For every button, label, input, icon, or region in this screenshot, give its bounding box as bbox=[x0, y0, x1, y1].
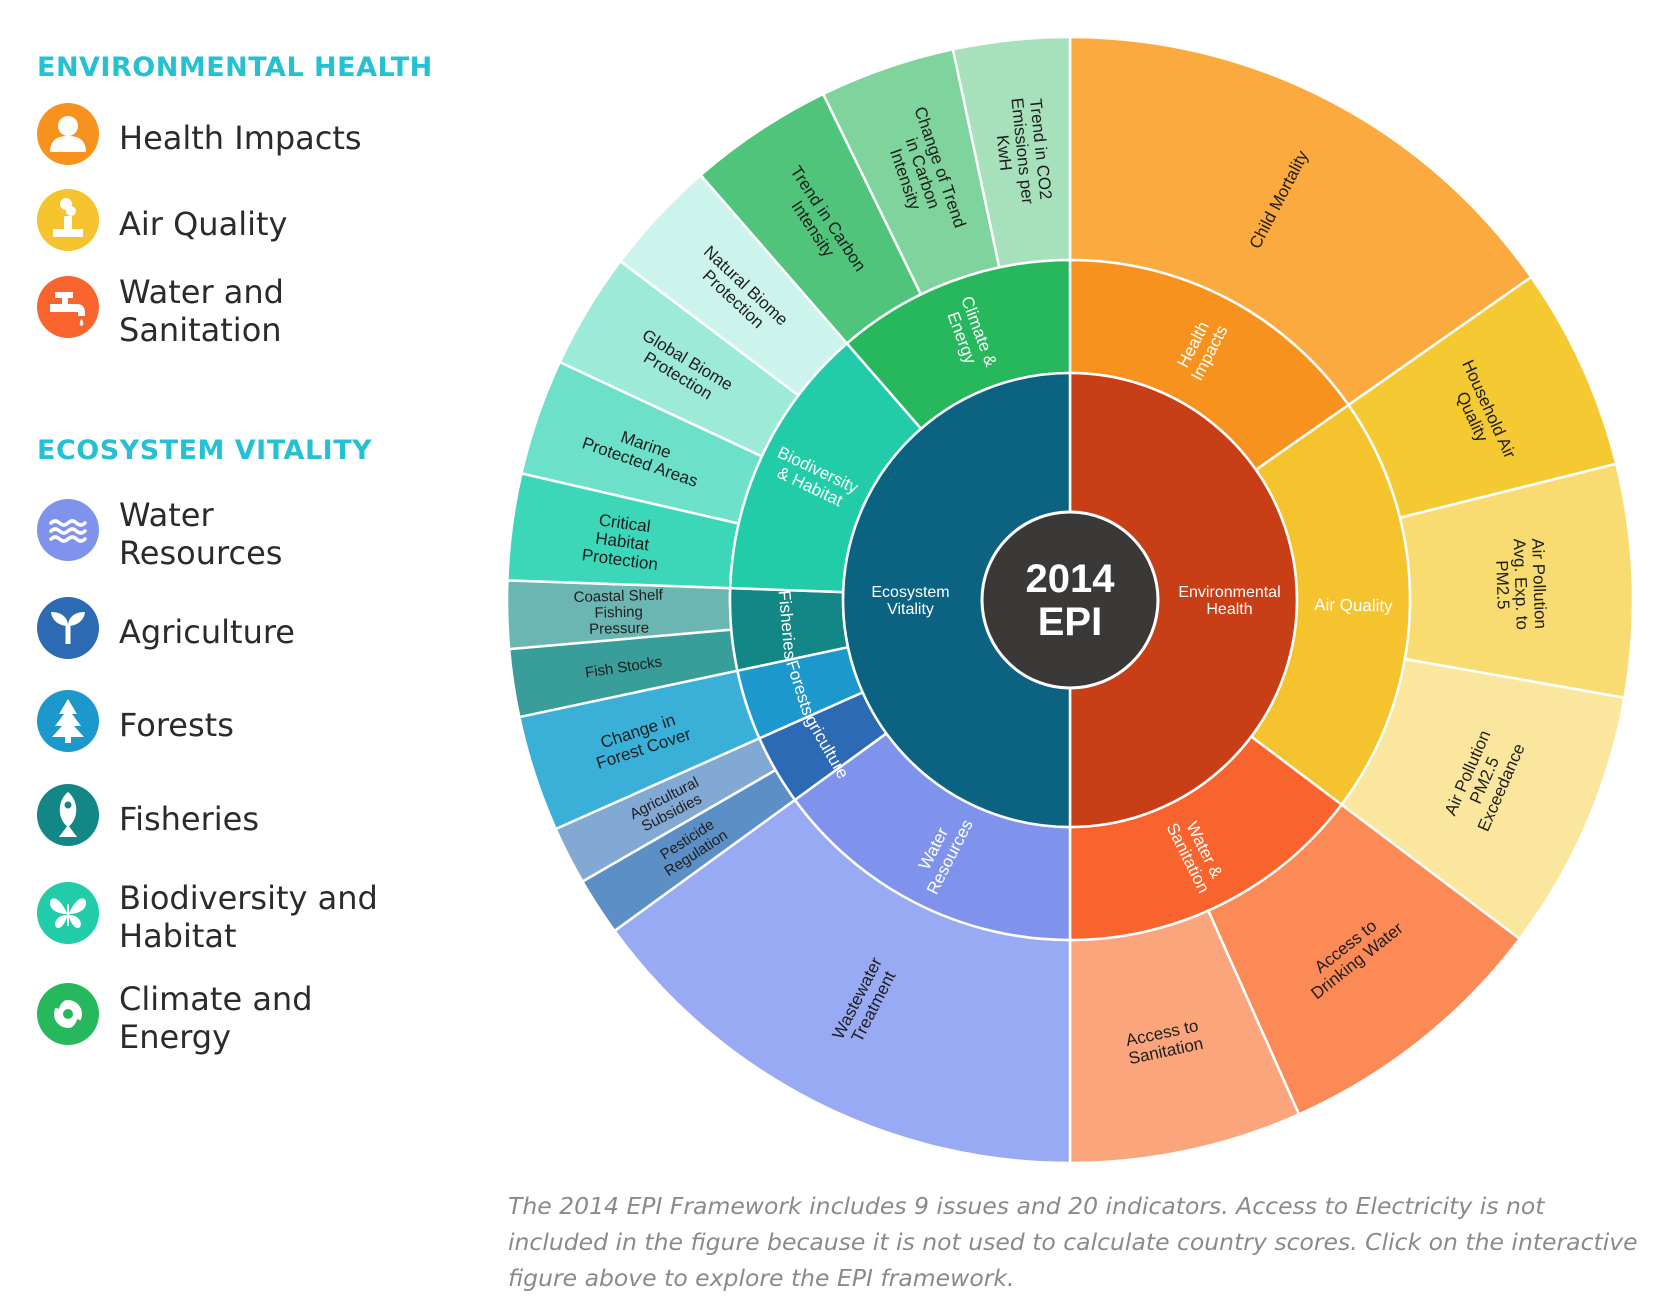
issue-label-air-quality: Air Quality bbox=[1314, 595, 1393, 615]
environmental-health-heading: ENVIRONMENTAL HEALTH bbox=[37, 52, 433, 83]
center-label-line: 2014 bbox=[1026, 557, 1116, 601]
hurricane-icon bbox=[37, 983, 99, 1045]
indicator-label-critical-habitat-protection: CriticalHabitatProtection bbox=[581, 509, 664, 574]
legend-item-biodiversity-and-habitat[interactable]: Biodiversity and Habitat bbox=[37, 879, 457, 955]
legend-label: Biodiversity and Habitat bbox=[119, 879, 378, 955]
center-epi-disc[interactable] bbox=[980, 510, 1160, 690]
legend-label: Water and Sanitation bbox=[119, 273, 284, 349]
legend-label: Air Quality bbox=[119, 205, 288, 243]
legend-label: Health Impacts bbox=[119, 119, 362, 157]
legend-item-health-impacts[interactable]: Health Impacts bbox=[37, 103, 457, 173]
figure-caption: The 2014 EPI Framework includes 9 issues… bbox=[508, 1192, 1638, 1292]
waves-icon bbox=[37, 499, 99, 561]
legend-label: Forests bbox=[119, 706, 234, 744]
legend-item-climate-and-energy[interactable]: Climate and Energy bbox=[37, 980, 457, 1056]
legend-label: Climate and Energy bbox=[119, 980, 313, 1056]
indicator-label-coastal-shelf-fishing-pressure: Coastal ShelfFishingPressure bbox=[573, 587, 664, 639]
tree-icon bbox=[37, 690, 99, 752]
legend-item-air-quality[interactable]: Air Quality bbox=[37, 189, 457, 259]
legend-item-fisheries[interactable]: Fisheries bbox=[37, 784, 457, 854]
center-label-line: EPI bbox=[1038, 600, 1102, 644]
legend-item-agriculture[interactable]: Agriculture bbox=[37, 597, 457, 667]
legend-item-forests[interactable]: Forests bbox=[37, 690, 457, 760]
butterfly-icon bbox=[37, 882, 99, 944]
sprout-icon bbox=[37, 597, 99, 659]
person-icon bbox=[37, 103, 99, 165]
indicator-label-air-pollution-avg-exp-to-pm2-5: Air PollutionAvg. Exp. toPM2.5 bbox=[1491, 538, 1550, 631]
ecosystem-vitality-heading: ECOSYSTEM VITALITY bbox=[37, 435, 373, 466]
legend-label: Agriculture bbox=[119, 613, 295, 651]
smokestack-icon bbox=[37, 189, 99, 251]
legend-item-water-resources[interactable]: Water Resources bbox=[37, 496, 457, 572]
faucet-icon bbox=[37, 276, 99, 338]
legend-item-water-and-sanitation[interactable]: Water and Sanitation bbox=[37, 273, 457, 349]
legend-label: Fisheries bbox=[119, 800, 260, 838]
fish-icon bbox=[37, 784, 99, 846]
legend-label: Water Resources bbox=[119, 496, 283, 572]
